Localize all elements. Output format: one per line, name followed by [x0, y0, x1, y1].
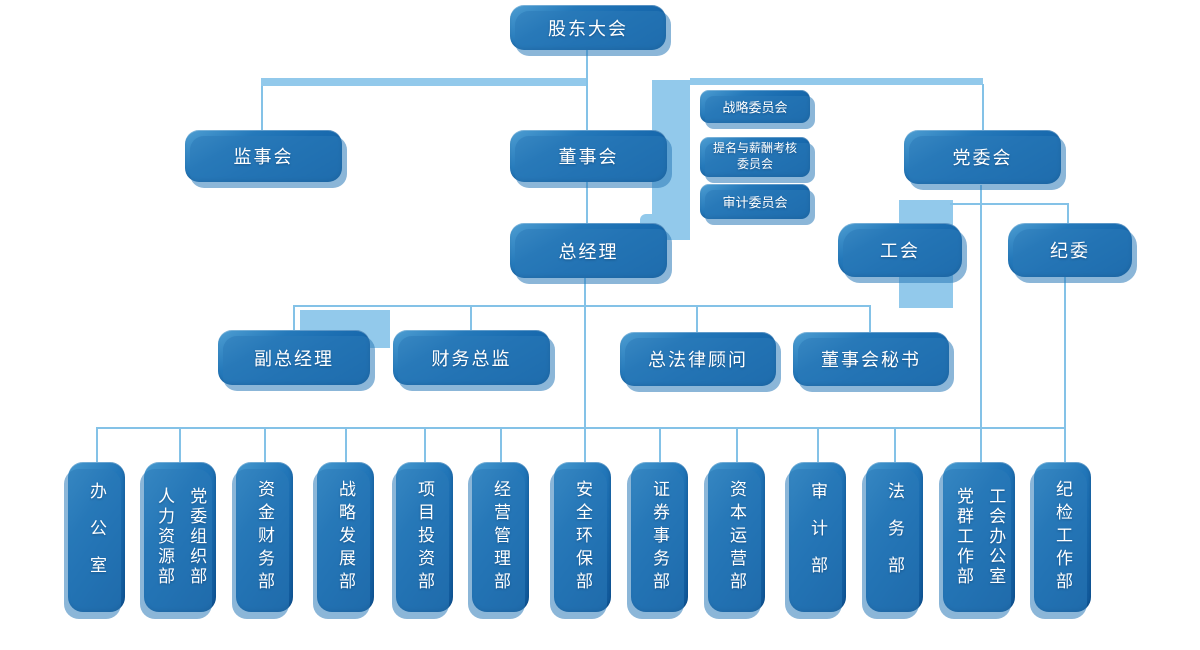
- connector-drop-dept-4: [345, 427, 347, 462]
- connector-party-feed: [980, 185, 982, 462]
- connector-board-gm: [586, 182, 588, 223]
- node-general-manager: 总经理: [510, 223, 667, 278]
- node-label: 党委会: [952, 148, 1013, 169]
- node-label: 董事会: [558, 147, 619, 168]
- node-supervisory-board: 监事会: [185, 130, 342, 182]
- connector-drop-dept-2: [179, 427, 181, 462]
- dept-fund-finance: 资金财务部: [236, 462, 293, 612]
- node-board-of-directors: 董事会: [510, 130, 667, 182]
- dept-party-organization-hr: 党委组织部人力资源部: [144, 462, 216, 612]
- dept-strategic-development: 战略发展部: [317, 462, 374, 612]
- dept-discipline-inspection-work: 纪检工作部: [1034, 462, 1091, 612]
- node-label: 副总经理: [254, 348, 334, 370]
- dept-safety-environment: 安全环保部: [554, 462, 611, 612]
- connector-party-branch: [950, 203, 1069, 205]
- connector-to-party: [982, 84, 984, 130]
- node-label: 监事会: [233, 147, 294, 168]
- dept-legal: 法务部: [866, 462, 923, 612]
- dept-label: 资本运营部: [726, 479, 746, 595]
- connector-drop-secretary: [869, 305, 871, 332]
- dept-label: 战略发展部: [335, 479, 355, 595]
- dept-label: 工会办公室党群工作部: [953, 487, 1006, 587]
- node-audit-committee: 审计委员会: [700, 184, 810, 219]
- dept-union-office-party-mass-work: 工会办公室党群工作部: [943, 462, 1015, 612]
- dept-label: 资金财务部: [254, 479, 274, 595]
- connector-row4-bus: [294, 305, 870, 307]
- node-board-secretary: 董事会秘书: [793, 332, 949, 386]
- node-label: 董事会秘书: [821, 350, 921, 371]
- node-deputy-general-manager: 副总经理: [218, 330, 370, 385]
- connector-discipline-feed: [1064, 277, 1066, 462]
- node-party-committee: 党委会: [904, 130, 1061, 184]
- top-band-left: [261, 78, 587, 86]
- dept-project-investment: 项目投资部: [396, 462, 453, 612]
- dept-label: 审计部: [807, 481, 827, 593]
- dept-label: 项目投资部: [414, 479, 434, 595]
- node-label: 总法律顾问: [648, 350, 748, 371]
- node-general-counsel: 总法律顾问: [620, 332, 776, 386]
- connector-drop-counsel: [696, 305, 698, 332]
- connector-drop-dept-1: [96, 427, 98, 462]
- connector-drop-dept-8: [659, 427, 661, 462]
- node-label: 财务总监: [431, 348, 512, 370]
- connector-to-supervisory: [261, 86, 263, 130]
- connector-drop-dept-3: [264, 427, 266, 462]
- top-band-right: [690, 78, 983, 85]
- node-label: 纪委: [1050, 241, 1090, 262]
- node-label: 战略委员会: [722, 101, 788, 116]
- dept-label: 法务部: [884, 481, 904, 593]
- dept-label: 纪检工作部: [1052, 479, 1072, 595]
- connector-shareholders-board: [586, 48, 588, 130]
- node-label: 股东大会: [548, 18, 628, 40]
- dept-label: 办公室: [86, 481, 106, 593]
- node-shareholders-meeting: 股东大会: [510, 5, 666, 50]
- dept-label: 证券事务部: [649, 479, 669, 595]
- connector-drop-discipline: [1067, 203, 1069, 223]
- node-label: 审计委员会: [722, 196, 788, 211]
- connector-drop-dept-9: [736, 427, 738, 462]
- dept-securities-affairs: 证券事务部: [631, 462, 688, 612]
- node-discipline-committee: 纪委: [1008, 223, 1132, 277]
- connector-gm-feed: [584, 278, 586, 462]
- dept-label: 党委组织部人力资源部: [154, 487, 207, 587]
- dept-label: 安全环保部: [572, 479, 592, 595]
- node-nomination-remuneration-committee: 提名与薪酬考核 委员会: [700, 137, 810, 177]
- connector-drop-dept-10: [817, 427, 819, 462]
- connector-drop-dept-11: [894, 427, 896, 462]
- node-label: 总经理: [558, 241, 619, 263]
- dept-audit: 审计部: [789, 462, 846, 612]
- connector-drop-cfo: [470, 305, 472, 330]
- dept-label: 经营管理部: [490, 479, 510, 595]
- node-label: 提名与薪酬考核 委员会: [712, 141, 797, 171]
- node-finance-director: 财务总监: [393, 330, 550, 385]
- dept-operations-management: 经营管理部: [472, 462, 529, 612]
- connector-drop-deputy-gm: [293, 305, 295, 330]
- dept-office: 办公室: [68, 462, 125, 612]
- connector-drop-dept-5: [424, 427, 426, 462]
- node-strategy-committee: 战略委员会: [700, 90, 810, 123]
- node-labor-union: 工会: [838, 223, 962, 277]
- connector-drop-dept-6: [500, 427, 502, 462]
- dept-capital-operations: 资本运营部: [708, 462, 765, 612]
- connector-dept-bus: [96, 427, 1066, 429]
- node-label: 工会: [880, 241, 920, 262]
